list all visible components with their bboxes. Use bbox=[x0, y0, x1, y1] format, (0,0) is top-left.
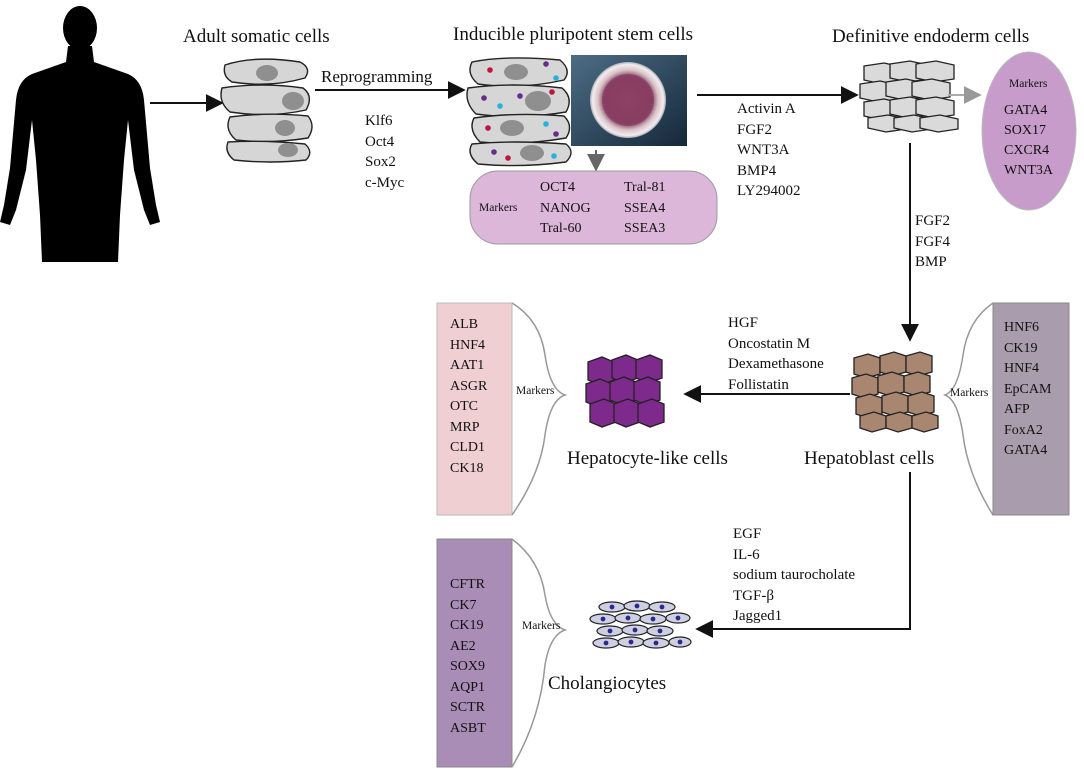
hepatocyte-cells-icon bbox=[585, 354, 665, 428]
ipsc-markers-col2: Tral-81 SSEA4 SSEA3 bbox=[624, 178, 666, 240]
factor-item: BMP4 bbox=[737, 162, 777, 179]
marker-item: Tral-60 bbox=[540, 221, 582, 236]
marker-item: SCTR bbox=[450, 700, 486, 715]
hepatocyte-markers-list: ALB HNF4 AAT1 ASGR OTC MRP CLD1 CK18 bbox=[450, 315, 487, 479]
marker-item: ALB bbox=[450, 317, 478, 332]
stage-title-cholangiocyte: Cholangiocytes bbox=[548, 673, 667, 694]
marker-item: GATA4 bbox=[1004, 103, 1048, 118]
cholangiocyte-markers-box bbox=[436, 538, 513, 768]
endoderm-markers-list: GATA4 SOX17 CXCR4 WNT3A bbox=[1004, 101, 1053, 181]
hepatocyte-induction-factors: HGF Oncostatin M Dexamethasone Follistat… bbox=[728, 313, 824, 395]
hepatoblast-markers-box bbox=[992, 302, 1070, 516]
endoderm-markers-label: Markers bbox=[1009, 78, 1048, 90]
marker-item: CK18 bbox=[450, 460, 484, 476]
hepatoblast-induction-factors: FGF2 FGF4 BMP bbox=[915, 211, 950, 273]
marker-item: AE2 bbox=[450, 638, 476, 654]
marker-item: OTC bbox=[450, 399, 478, 414]
factor-item: Klf6 bbox=[365, 113, 393, 129]
hepatocyte-markers-label: Markers bbox=[516, 385, 555, 397]
cholangiocyte-markers-bracket bbox=[511, 538, 568, 768]
marker-item: CXCR4 bbox=[1004, 143, 1050, 158]
marker-item: MRP bbox=[450, 419, 480, 435]
factor-item: FGF4 bbox=[915, 233, 951, 250]
marker-item: ASGR bbox=[450, 378, 488, 394]
endoderm-cells-icon bbox=[859, 60, 959, 133]
cholangiocyte-markers-label: Markers bbox=[522, 620, 561, 632]
marker-item: Tral-81 bbox=[624, 180, 666, 195]
cholangiocyte-cells-icon bbox=[589, 600, 692, 649]
ipsc-markers-box bbox=[469, 170, 718, 245]
marker-item: HNF6 bbox=[1004, 320, 1040, 335]
marker-item: HNF4 bbox=[450, 337, 486, 353]
factor-item: Oncostatin M bbox=[728, 335, 811, 352]
stage-title-hepatoblast: Hepatoblast cells bbox=[804, 448, 935, 469]
hepatocyte-markers-box bbox=[436, 302, 513, 516]
factor-item: sodium taurocholate bbox=[733, 567, 856, 583]
stage-title-endoderm: Definitive endoderm cells bbox=[832, 26, 1030, 47]
marker-item: CLD1 bbox=[450, 440, 485, 455]
marker-item: AQP1 bbox=[450, 679, 486, 695]
marker-item: SSEA4 bbox=[624, 200, 666, 216]
marker-item: ASBT bbox=[450, 720, 486, 736]
marker-item: SOX9 bbox=[450, 659, 486, 674]
marker-item: AFP bbox=[1004, 402, 1030, 417]
factor-item: c-Myc bbox=[365, 174, 405, 191]
hepatoblast-markers-bracket bbox=[942, 302, 994, 516]
stage-title-ipsc: Inducible pluripotent stem cells bbox=[453, 24, 694, 45]
factor-item: FGF2 bbox=[737, 121, 773, 138]
factor-item: Follistatin bbox=[728, 376, 789, 393]
factor-item: LY294002 bbox=[737, 183, 801, 199]
marker-item: SSEA3 bbox=[624, 221, 666, 236]
marker-item: CK19 bbox=[1004, 340, 1038, 356]
factor-item: Activin A bbox=[737, 101, 796, 117]
marker-item: EpCAM bbox=[1004, 381, 1052, 397]
marker-item: FoxA2 bbox=[1004, 422, 1043, 438]
factor-item: Jagged1 bbox=[733, 608, 783, 624]
ipsc-cells-icon bbox=[466, 57, 572, 167]
marker-item: AAT1 bbox=[450, 358, 485, 373]
stage-title-adult: Adult somatic cells bbox=[183, 26, 330, 47]
marker-item: WNT3A bbox=[1004, 163, 1053, 178]
endoderm-markers-box bbox=[981, 51, 1077, 211]
reprogramming-factors: Klf6 Oct4 Sox2 c-Myc bbox=[365, 111, 404, 193]
hepatoblast-markers-label: Markers bbox=[950, 387, 989, 399]
hepatocyte-markers-bracket bbox=[511, 302, 568, 516]
marker-item: SOX17 bbox=[1004, 123, 1047, 138]
factor-item: IL-6 bbox=[733, 546, 760, 563]
cholangiocyte-induction-factors: EGF IL-6 sodium taurocholate TGF-β Jagge… bbox=[733, 524, 855, 627]
factor-item: EGF bbox=[733, 526, 762, 542]
stem-cell-photo bbox=[571, 55, 687, 146]
factor-item: HGF bbox=[728, 315, 759, 331]
marker-item: CK19 bbox=[450, 618, 484, 633]
human-silhouette-icon bbox=[0, 6, 160, 262]
factor-item: Oct4 bbox=[365, 133, 395, 150]
cholangiocyte-markers-list: CFTR CK7 CK19 AE2 SOX9 AQP1 SCTR ASBT bbox=[450, 575, 486, 739]
factor-item: FGF2 bbox=[915, 213, 951, 229]
marker-item: NANOG bbox=[540, 200, 591, 216]
factor-item: TGF-β bbox=[733, 587, 774, 604]
ipsc-markers-label: Markers bbox=[479, 202, 518, 214]
ipsc-markers-col1: OCT4 NANOG Tral-60 bbox=[540, 178, 591, 240]
factor-item: Sox2 bbox=[365, 154, 396, 170]
endoderm-induction-factors: Activin A FGF2 WNT3A BMP4 LY294002 bbox=[737, 99, 801, 202]
stage-title-hepatocyte: Hepatocyte-like cells bbox=[567, 448, 728, 469]
marker-item: CK7 bbox=[450, 597, 477, 613]
hepatoblast-markers-list: HNF6 CK19 HNF4 EpCAM AFP FoxA2 GATA4 bbox=[1004, 318, 1051, 462]
hepatoblast-cells-icon bbox=[851, 351, 939, 433]
reprogramming-label: Reprogramming bbox=[321, 67, 433, 86]
somatic-cells-icon bbox=[220, 58, 313, 163]
marker-item: GATA4 bbox=[1004, 443, 1048, 458]
factor-item: Dexamethasone bbox=[728, 356, 824, 372]
factor-item: BMP bbox=[915, 254, 947, 270]
factor-item: WNT3A bbox=[737, 142, 790, 158]
marker-item: OCT4 bbox=[540, 180, 575, 195]
marker-item: CFTR bbox=[450, 577, 486, 592]
arrow-to-cholangiocyte bbox=[695, 472, 911, 638]
marker-item: HNF4 bbox=[1004, 361, 1040, 376]
